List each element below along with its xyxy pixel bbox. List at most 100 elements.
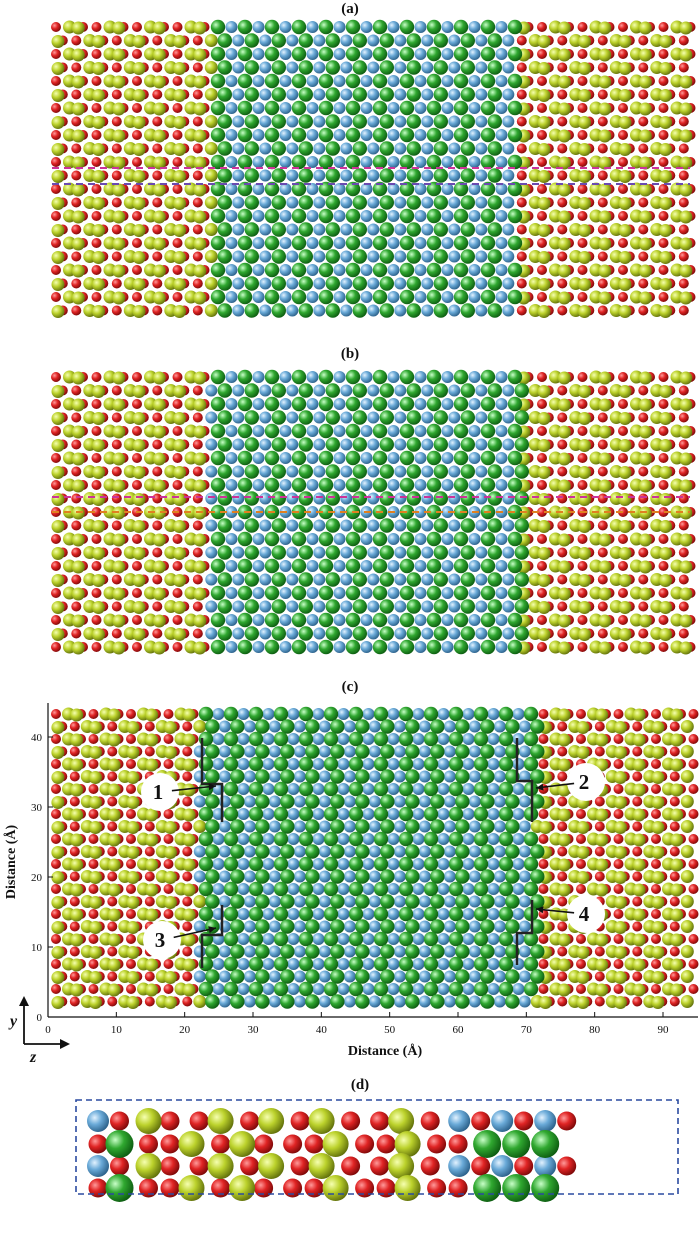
blue-atom (468, 720, 481, 733)
red-atom (516, 143, 527, 154)
green-atom (348, 756, 364, 772)
blue-atom (287, 908, 300, 920)
yellow-atom (126, 746, 140, 759)
red-atom (163, 984, 174, 994)
blue-atom (333, 533, 346, 545)
green-atom (523, 956, 539, 972)
green-atom (406, 222, 421, 237)
green-atom (406, 383, 421, 398)
yellow-atom (152, 156, 166, 170)
blue-atom (318, 745, 331, 758)
blue-atom (262, 758, 275, 770)
blue-atom (212, 733, 225, 745)
green-atom (372, 19, 388, 35)
yellow-atom (107, 983, 121, 997)
blue-atom (212, 883, 225, 895)
green-atom (433, 33, 448, 48)
blue-atom (412, 708, 425, 720)
red-atom (192, 412, 203, 423)
blue-atom (340, 438, 353, 451)
panel-c-interface-brackets (200, 738, 534, 968)
blue-atom (387, 808, 400, 820)
yellow-atom (182, 958, 196, 972)
blue-atom (306, 425, 319, 437)
green-atom (323, 906, 339, 922)
green-atom (433, 114, 448, 129)
blue-atom (279, 371, 292, 383)
red-atom (514, 1156, 534, 1176)
red-atom (557, 116, 568, 127)
green-atom (448, 731, 464, 747)
green-atom (248, 856, 264, 872)
yellow-atom (659, 493, 672, 506)
yellow-atom (173, 251, 186, 264)
green-atom (405, 769, 420, 784)
blue-atom (394, 465, 407, 478)
yellow-atom (51, 35, 65, 48)
yellow-atom (71, 75, 85, 89)
red-atom (638, 170, 649, 181)
green-atom (210, 450, 226, 466)
green-atom (498, 881, 514, 897)
green-atom (244, 303, 259, 318)
red-atom (51, 809, 61, 819)
red-atom (69, 996, 80, 1007)
red-atom (678, 251, 689, 262)
green-atom (352, 222, 367, 237)
yellow-atom (193, 210, 207, 224)
red-atom (557, 721, 568, 732)
yellow-atom (537, 305, 551, 318)
blue-atom (495, 371, 508, 383)
blue-atom (306, 506, 319, 518)
yellow-atom (173, 466, 186, 479)
blue-atom (502, 277, 515, 290)
blue-atom (441, 452, 454, 464)
red-atom (71, 197, 82, 208)
blue-atom (262, 933, 275, 945)
red-atom (594, 796, 605, 807)
blue-atom (337, 833, 350, 845)
green-atom (480, 719, 495, 734)
green-atom (480, 969, 495, 984)
green-atom (480, 369, 496, 385)
red-atom (538, 934, 549, 944)
green-atom (453, 289, 469, 305)
yellow-atom (152, 48, 166, 62)
green-atom (325, 410, 340, 425)
green-atom (210, 235, 226, 251)
red-atom (658, 642, 669, 652)
yellow-atom (537, 520, 551, 533)
blue-atom (387, 102, 400, 114)
red-atom (192, 601, 203, 612)
blue-atom (368, 870, 381, 883)
green-atom (230, 719, 245, 734)
yellow-atom (632, 908, 646, 922)
green-atom (198, 856, 214, 872)
green-atom (372, 585, 388, 601)
green-atom (433, 60, 448, 75)
blue-atom (518, 870, 531, 883)
blue-atom (212, 708, 225, 720)
green-atom (298, 303, 313, 318)
yellow-atom (598, 398, 612, 412)
yellow-atom (679, 452, 693, 466)
blue-atom (268, 945, 281, 958)
red-atom (537, 76, 547, 86)
green-atom (352, 626, 367, 641)
blue-atom (475, 304, 488, 317)
red-atom (678, 547, 689, 558)
blue-atom (367, 627, 380, 640)
red-atom (71, 574, 82, 585)
yellow-atom (163, 871, 177, 884)
blue-atom (262, 783, 275, 795)
blue-atom (495, 641, 508, 653)
blue-atom (393, 920, 406, 933)
red-atom (91, 265, 102, 275)
blue-atom (443, 970, 456, 983)
blue-atom (306, 587, 319, 599)
red-atom (51, 49, 61, 59)
red-atom (618, 238, 628, 248)
green-atom (460, 518, 475, 533)
green-atom (205, 844, 220, 859)
